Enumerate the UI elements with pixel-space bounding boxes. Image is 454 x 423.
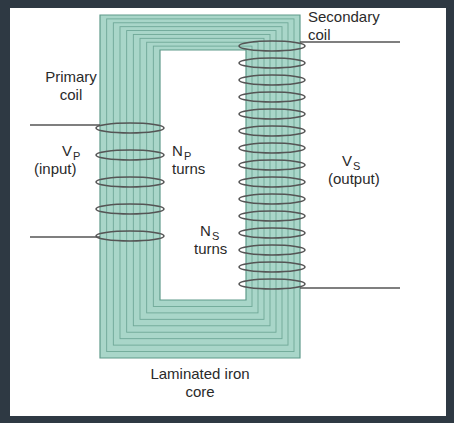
voltage-note: (input) [34,160,77,178]
turns-note: turns [172,160,205,178]
voltage-note: (output) [328,170,380,188]
voltage-symbol: V [62,142,72,160]
coil-windings [96,41,305,289]
core-label: Laminated iron core [145,365,255,401]
coil-leads [30,42,400,288]
turns-symbol: N [200,222,211,240]
white-ground [10,8,446,416]
voltage-symbol: V [342,152,352,170]
turns-symbol: N [172,142,183,160]
turns-note: turns [194,240,227,258]
coil-label: Secondary coil [308,8,398,44]
coil-label: Primary coil [36,68,106,104]
